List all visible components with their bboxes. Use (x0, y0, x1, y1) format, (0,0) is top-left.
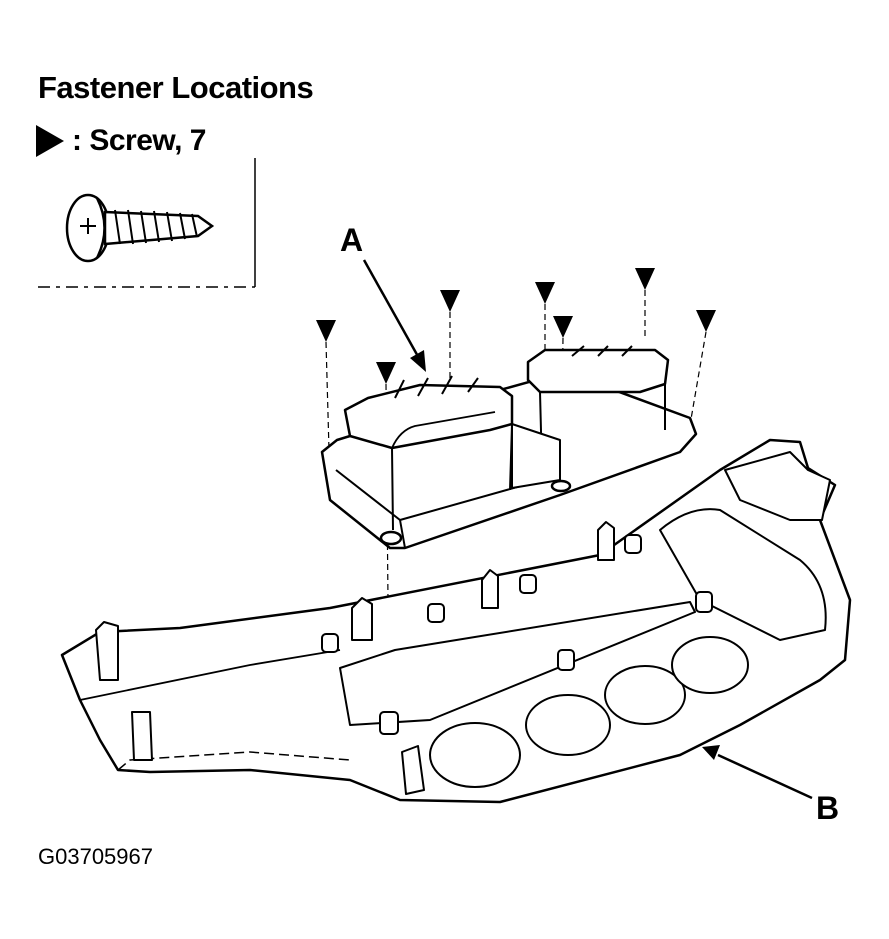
figure-code: G03705967 (38, 844, 153, 869)
callout-leaders (362, 259, 813, 800)
screw-detail-box (38, 158, 256, 288)
lower-dash-panel (60, 438, 852, 804)
triangle-marker-icon (36, 125, 64, 157)
callout-label-b: B (816, 790, 840, 826)
callout-label-a: A (340, 222, 364, 258)
fastener-legend: : Screw, 7 (36, 122, 206, 160)
screw-icon (65, 193, 215, 263)
page-title: Fastener Locations (38, 70, 314, 105)
screw-markers (316, 268, 716, 384)
vent-assembly (320, 345, 698, 550)
legend-label: : Screw, 7 (72, 124, 206, 157)
